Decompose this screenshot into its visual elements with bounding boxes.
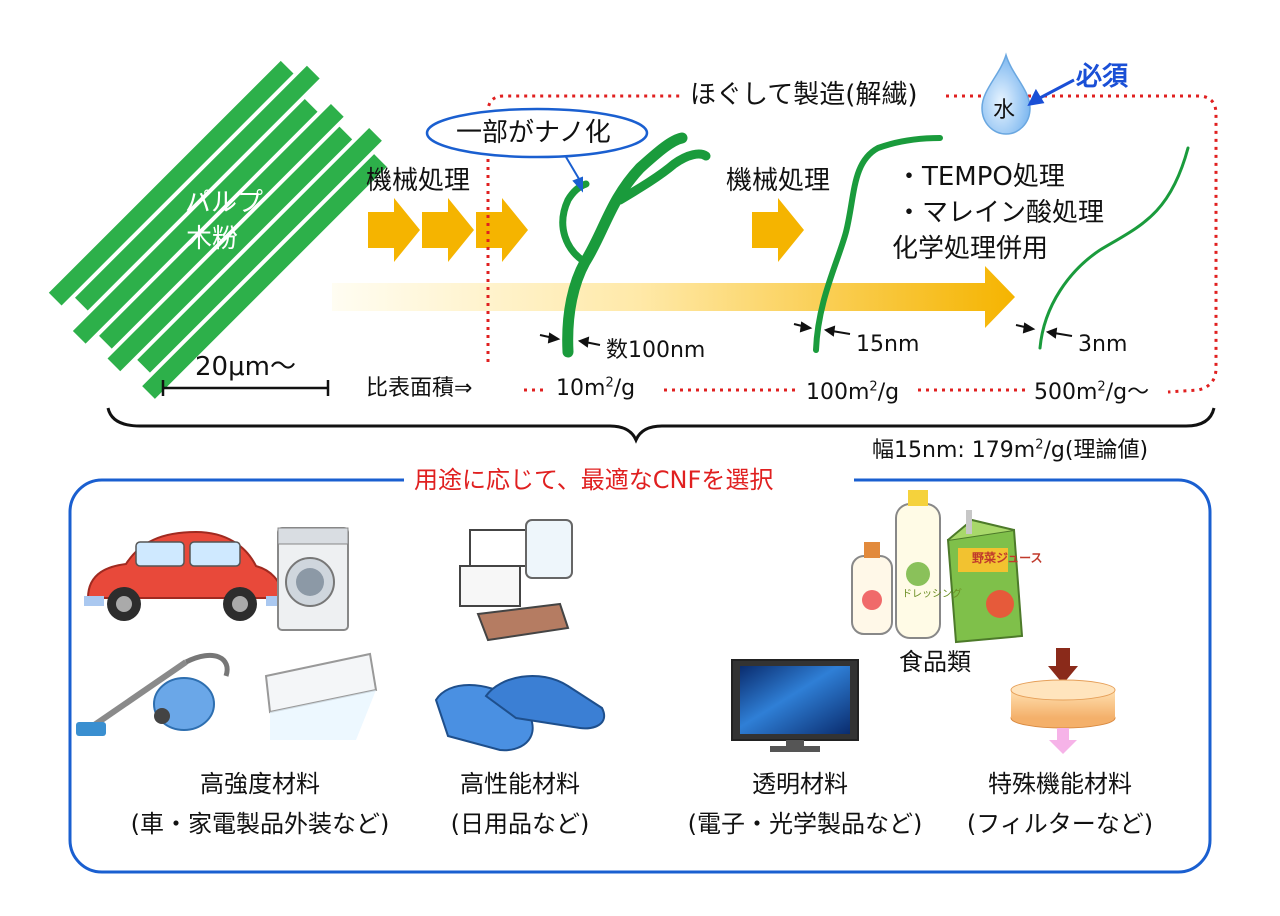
mechanical-treatment-label-2: 機械処理	[726, 166, 831, 196]
food-bottles-icon	[851, 490, 1024, 644]
vacuum-cleaner-icon	[76, 652, 230, 736]
use-sub-high-strength: (車・家電製品外装など)	[130, 810, 390, 838]
use-sub-transparent: (電子・光学製品など)	[687, 810, 923, 838]
tv-icon	[731, 659, 859, 752]
width-markers	[539, 321, 1073, 348]
mechanical-arrows-1	[368, 198, 528, 262]
pulp-label: パルプ	[185, 188, 264, 218]
ssa-value-2: 100m2/g	[806, 379, 900, 405]
theoretical-value-label: 幅15nm: 179m2/g(理論値)	[872, 437, 1149, 463]
fibrillation-label: ほぐして製造(解繊)	[690, 80, 918, 110]
width-label-2: 15nm	[856, 332, 920, 357]
width-label-3: 3nm	[1078, 332, 1128, 357]
shoes-icon	[434, 674, 605, 752]
juice-box-label: 野菜ジュース	[972, 551, 1043, 565]
use-sub-special-function: (フィルターなど)	[966, 810, 1154, 838]
maleic-acid-treatment-label: ・マレイン酸処理	[896, 198, 1105, 228]
specific-surface-area-label: 比表面積⇒	[366, 376, 473, 401]
required-pointer	[1027, 78, 1075, 106]
wood-flour-label: 木粉	[186, 224, 239, 254]
dressing-bottle-label: ドレッシング	[902, 589, 962, 600]
partial-nano-label: 一部がナノ化	[456, 118, 611, 148]
required-label: 必須	[1076, 62, 1129, 92]
callout-pointer	[565, 156, 583, 193]
fiber-microscale	[559, 132, 711, 358]
water-drop-icon	[981, 52, 1031, 135]
fiber-15nm	[813, 135, 943, 353]
ssa-value-1: 10m2/g	[556, 375, 636, 401]
scale-label: 20μm〜	[195, 352, 296, 382]
scale-bar	[161, 380, 330, 396]
use-title-high-strength: 高強度材料	[200, 770, 320, 798]
mechanical-treatment-label-1: 機械処理	[366, 166, 471, 196]
summary-brace	[106, 407, 1216, 444]
pulp-bundle	[46, 58, 390, 402]
process-gradient-arrow	[332, 266, 1015, 328]
use-title-transparent: 透明材料	[752, 770, 848, 798]
partial-nano-callout	[425, 107, 649, 159]
use-sub-high-performance: (日用品など)	[450, 810, 590, 838]
filter-icon	[1010, 648, 1116, 754]
ssa-value-3: 500m2/g〜	[1034, 379, 1150, 405]
water-label: 水	[993, 98, 1016, 123]
air-conditioner-icon	[264, 652, 378, 740]
fiber-3nm	[1038, 146, 1190, 350]
chemical-combined-label: 化学処理併用	[892, 234, 1049, 264]
tempo-treatment-label: ・TEMPO処理	[896, 162, 1065, 192]
use-title-special-function: 特殊機能材料	[988, 770, 1132, 798]
car-icon	[84, 530, 286, 621]
use-title-high-performance: 高性能材料	[460, 770, 580, 798]
washing-machine-icon	[277, 527, 349, 631]
panel-header-bg	[404, 466, 854, 496]
mechanical-arrow-2	[752, 198, 804, 262]
width-label-1: 数100nm	[606, 338, 706, 363]
food-label: 食品類	[899, 648, 971, 676]
containers-icon	[459, 519, 573, 642]
panel-header: 用途に応じて、最適なCNFを選択	[414, 466, 774, 494]
